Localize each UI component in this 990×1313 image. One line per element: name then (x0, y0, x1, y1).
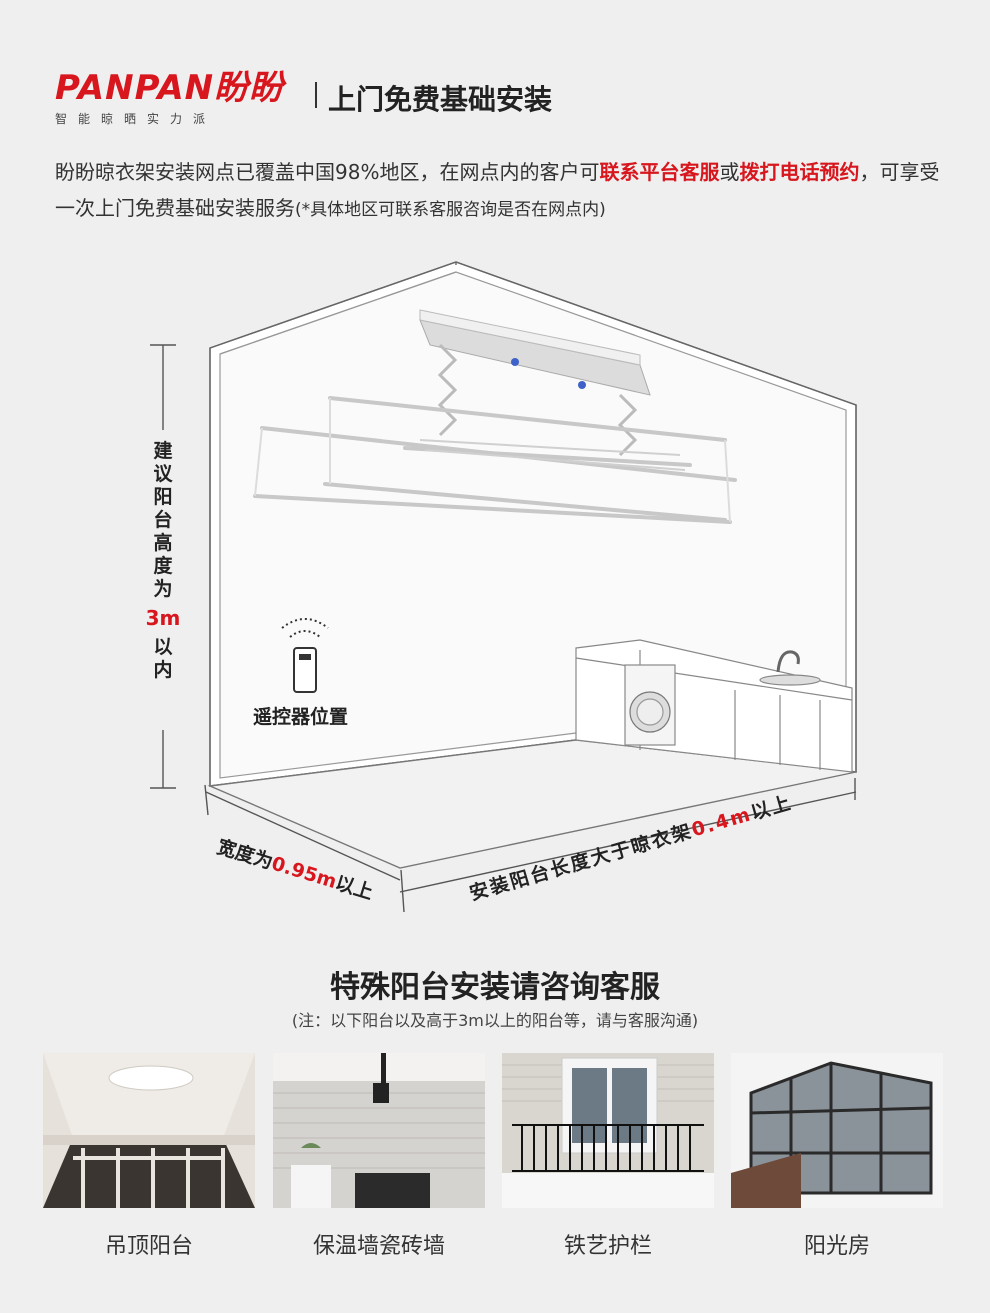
brand-logo-text: PANPAN盼盼 (55, 68, 285, 108)
sunroom-label: 阳光房 (803, 1234, 870, 1259)
ceiling-balcony-image (43, 1053, 255, 1208)
sunroom-image (731, 1053, 943, 1208)
iron-railing-label: 铁艺护栏 (563, 1234, 652, 1259)
intro-text-3: ，可享受一次上门免费基础安装服务 (55, 160, 940, 220)
brand-logo: PANPAN盼盼 智能晾晒实力派 (55, 70, 284, 127)
height-suffix: 以内 (153, 636, 173, 681)
laundry-cabinet (575, 639, 853, 773)
remote-control-icon (281, 618, 329, 693)
remote-position-label: 遥控器位置 (253, 706, 349, 728)
intro-note: (*具体地区可联系客服咨询是否在网点内) (295, 200, 606, 220)
intro-highlight-phone: 拨打电话预约 (739, 160, 860, 184)
tile-wall-label: 保温墙瓷砖墙 (312, 1234, 445, 1259)
length-dimension (399, 778, 857, 893)
header-divider (315, 82, 317, 108)
brand-tagline: 智能晾晒实力派 (55, 112, 217, 126)
tile-wall-image (273, 1053, 485, 1208)
special-section-title: 特殊阳台安装请咨询客服 (330, 970, 660, 1005)
intro-highlight-service: 联系平台客服 (599, 160, 720, 184)
iron-railing-image (502, 1053, 714, 1208)
height-dimension (150, 344, 176, 789)
intro-paragraph: 盼盼晾衣架安装网点已覆盖中国98%地区，在网点内的客户可联系平台客服或拨打电话预… (55, 154, 945, 228)
height-value: 3m (145, 606, 181, 630)
special-section-subtitle: (注：以下阳台以及高于3m以上的阳台等，请与客服沟通) (291, 1011, 699, 1030)
intro-text-1: 盼盼晾衣架安装网点已覆盖中国98%地区，在网点内的客户可 (55, 160, 600, 184)
height-prefix: 建议阳台高度为 (153, 440, 173, 600)
ceiling-balcony-label: 吊顶阳台 (104, 1234, 193, 1259)
drying-rack (253, 309, 737, 524)
height-label: 建议阳台高度为 3m 以内 (146, 440, 181, 682)
page-title: 上门免费基础安装 (328, 83, 553, 116)
intro-text-2: 或 (719, 160, 740, 184)
room-floor (207, 739, 857, 869)
